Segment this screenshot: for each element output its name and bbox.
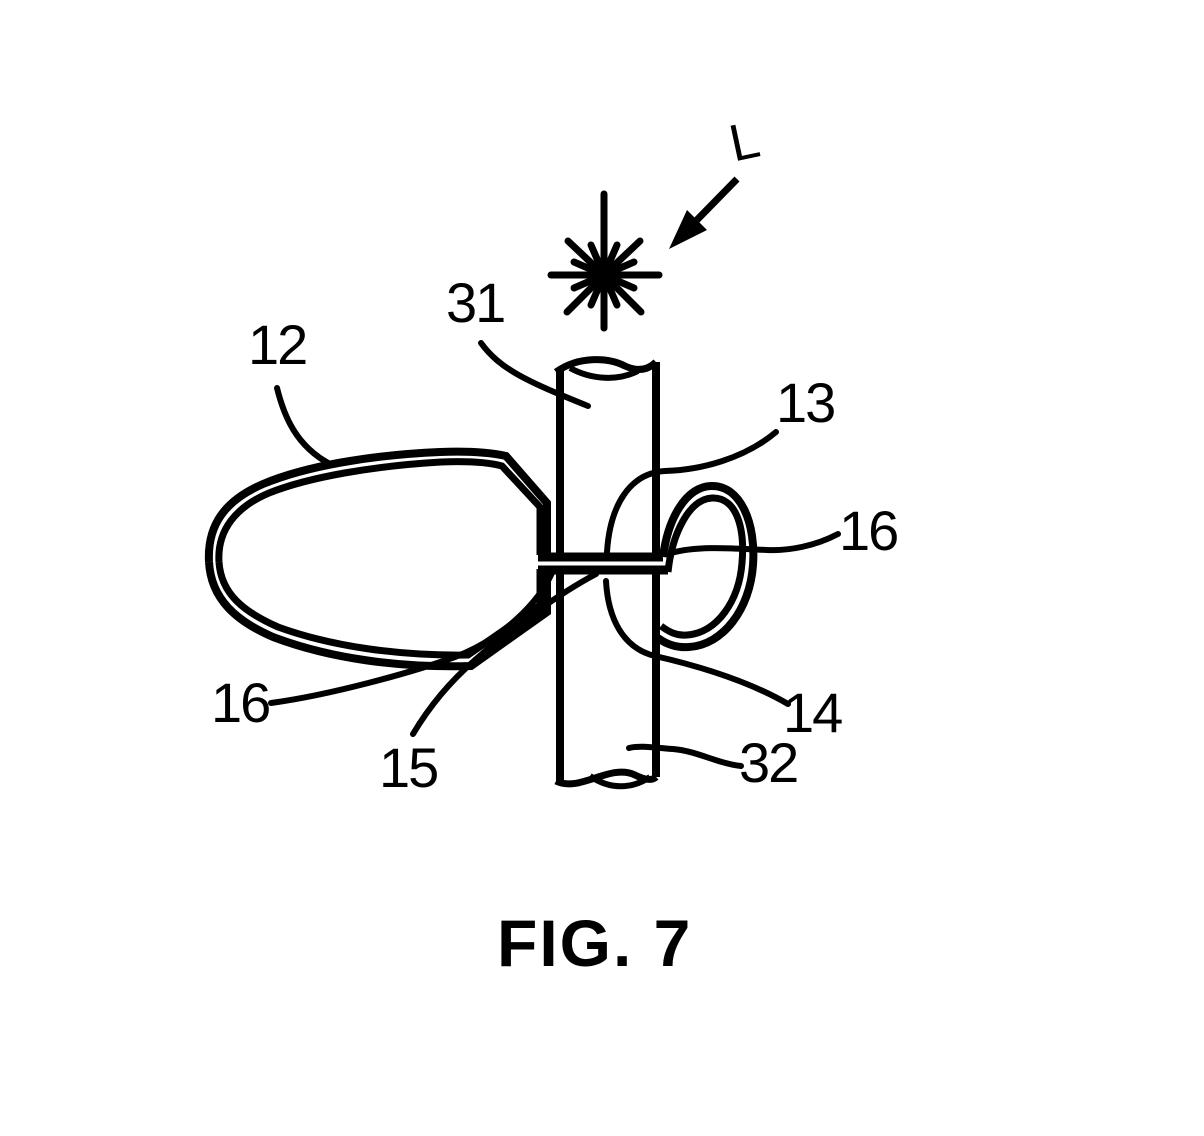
figure-caption: FIG. 7 (497, 906, 693, 980)
lower-tube-32 (554, 572, 660, 790)
leader-16-right (668, 531, 841, 556)
label-film-13: 13 (776, 371, 836, 434)
light-direction-arrow (669, 176, 740, 249)
label-upper-tube-31: 31 (446, 271, 506, 334)
upper-tube-break-edge (553, 356, 659, 375)
label-weld-16-left: 16 (211, 671, 271, 734)
weld-seam (538, 552, 668, 575)
leader-32 (626, 743, 744, 769)
leader-15 (410, 571, 599, 737)
upper-tube-31 (553, 356, 660, 554)
laser-starburst-icon (547, 190, 663, 332)
leader-16-left (268, 570, 555, 706)
label-lower-tube-32: 32 (739, 731, 799, 794)
leader-13 (604, 429, 779, 555)
arrowhead-icon (669, 210, 707, 249)
balloon-right-loop (655, 481, 758, 652)
label-film-14: 14 (783, 681, 843, 744)
leader-14 (603, 578, 791, 707)
leader-31 (478, 340, 591, 409)
label-balloon-12: 12 (248, 313, 308, 376)
leader-lines (268, 340, 841, 769)
balloon-12-outline (204, 447, 551, 671)
label-weld-16-right: 16 (839, 499, 899, 562)
label-weld-15: 15 (379, 736, 439, 799)
leader-12 (274, 385, 333, 467)
